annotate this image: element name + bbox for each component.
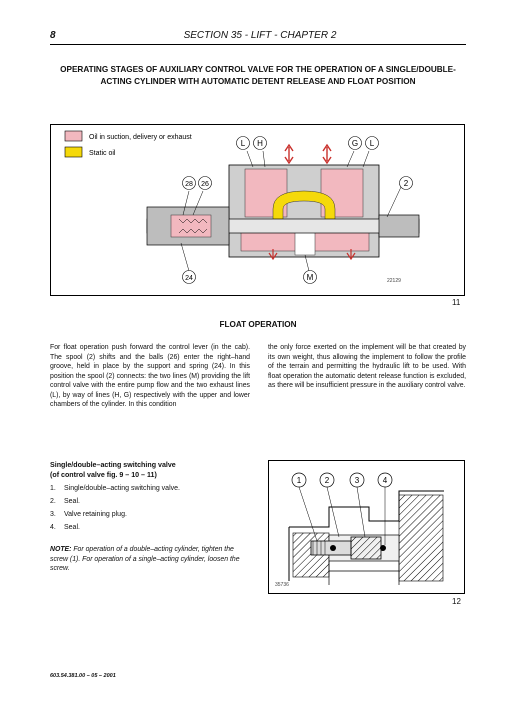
header-rule bbox=[50, 44, 466, 45]
figure-11-number: 11 bbox=[452, 298, 461, 307]
switching-valve-list: 1.Single/double–acting switching valve. … bbox=[50, 482, 250, 534]
fig12-callout-leaders bbox=[298, 486, 386, 545]
legend-swatch-yellow bbox=[64, 146, 83, 158]
flow-arrow-right bbox=[322, 143, 332, 165]
callout-28: 28 bbox=[182, 176, 196, 190]
note-label: NOTE: bbox=[50, 546, 72, 553]
fig12-callout-1: 1 bbox=[291, 472, 307, 488]
flow-arrow-bottom-right bbox=[346, 249, 356, 261]
flow-arrow-bottom-left bbox=[268, 249, 278, 261]
figure-11-code: 22129 bbox=[387, 278, 401, 284]
list-item: 4.Seal. bbox=[50, 524, 80, 531]
lower-channel bbox=[328, 561, 400, 585]
svg-text:M: M bbox=[307, 273, 314, 282]
body-text-left: For float operation push forward the con… bbox=[50, 344, 250, 408]
detent-chamber bbox=[170, 214, 212, 238]
fig12-callout-4: 4 bbox=[377, 472, 393, 488]
static-oil-passage bbox=[272, 190, 336, 224]
legend-swatch-pink bbox=[64, 130, 83, 142]
body-text-right: the only force exerted on the implement … bbox=[268, 344, 466, 389]
fig12-callout-3: 3 bbox=[349, 472, 365, 488]
svg-text:2: 2 bbox=[325, 476, 330, 485]
figure-11-diagram: Oil in suction, delivery or exhaust Stat… bbox=[64, 130, 420, 284]
svg-text:L: L bbox=[370, 139, 375, 148]
figure-11-frame: Oil in suction, delivery or exhaust Stat… bbox=[50, 124, 465, 296]
callout-2: 2 bbox=[399, 176, 413, 190]
switching-valve-title-line2: (of control valve fig. 9 – 10 – 11) bbox=[50, 470, 157, 479]
legend-label-pink: Oil in suction, delivery or exhaust bbox=[89, 134, 192, 141]
svg-text:3: 3 bbox=[355, 476, 360, 485]
seal-4 bbox=[380, 545, 386, 551]
document-code-footer: 603.54.381.00 – 05 – 2001 bbox=[50, 673, 116, 679]
svg-text:28: 28 bbox=[185, 181, 193, 188]
list-item: 3.Valve retaining plug. bbox=[50, 511, 127, 518]
list-item: 2.Seal. bbox=[50, 498, 80, 505]
callout-24: 24 bbox=[182, 270, 196, 284]
callout-leaders bbox=[180, 150, 402, 272]
switching-valve-title-line1: Single/double–acting switching valve bbox=[50, 461, 176, 469]
callout-G: G bbox=[348, 136, 362, 150]
retaining-plug bbox=[350, 536, 382, 560]
fig12-callout-2: 2 bbox=[319, 472, 335, 488]
float-operation-title: FLOAT OPERATION bbox=[219, 320, 297, 329]
svg-text:G: G bbox=[352, 139, 358, 148]
housing-section-right bbox=[398, 494, 444, 582]
callout-M: M bbox=[303, 270, 317, 284]
svg-text:2: 2 bbox=[404, 179, 409, 188]
svg-text:L: L bbox=[241, 139, 246, 148]
legend-label-yellow: Static oil bbox=[89, 150, 116, 157]
svg-text:4: 4 bbox=[383, 476, 388, 485]
switching-valve-title: Single/double–acting switching valve (of… bbox=[50, 461, 250, 480]
figure-12-diagram: 1 2 3 4 35736 bbox=[275, 472, 444, 588]
figure-12-number: 12 bbox=[452, 597, 461, 606]
flow-arrow-left bbox=[284, 143, 294, 165]
svg-text:24: 24 bbox=[185, 275, 193, 282]
callout-L-top-left: L bbox=[236, 136, 250, 150]
svg-text:26: 26 bbox=[201, 181, 209, 188]
callout-26: 26 bbox=[198, 176, 212, 190]
screw-thread bbox=[312, 541, 326, 555]
note-text: For operation of a double–acting cylinde… bbox=[50, 546, 240, 572]
figure-12-frame: 1 2 3 4 35736 bbox=[268, 460, 465, 594]
note-paragraph: NOTE: For operation of a double–acting c… bbox=[50, 545, 250, 574]
list-item: 1.Single/double–acting switching valve. bbox=[50, 485, 180, 492]
callout-H: H bbox=[253, 136, 267, 150]
svg-text:1: 1 bbox=[297, 476, 302, 485]
spool-end-cap bbox=[378, 214, 420, 238]
section-title: SECTION 35 - LIFT - CHAPTER 2 bbox=[183, 30, 337, 41]
svg-text:H: H bbox=[257, 139, 263, 148]
seal-2 bbox=[330, 545, 336, 551]
page-number: 8 bbox=[50, 30, 56, 41]
detent-spring bbox=[178, 218, 208, 234]
page-headline: OPERATING STAGES OF AUXILIARY CONTROL VA… bbox=[60, 65, 456, 86]
callout-L-top-right: L bbox=[365, 136, 379, 150]
figure-12-code: 35736 bbox=[275, 582, 289, 588]
